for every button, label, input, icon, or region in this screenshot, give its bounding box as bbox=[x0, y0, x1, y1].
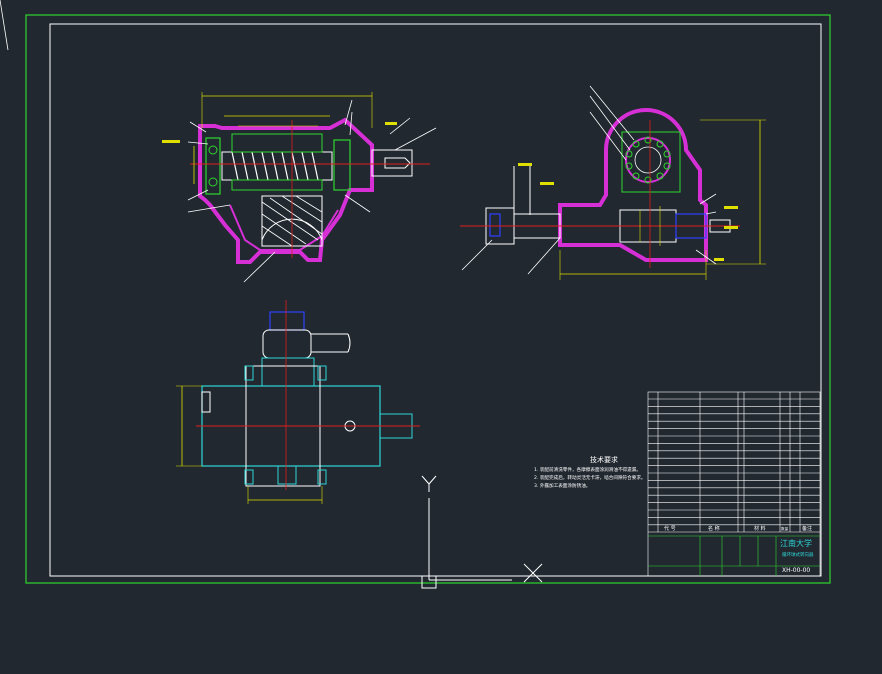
header-code: 代 号 bbox=[664, 525, 676, 532]
tech-req-item: 2. 装配完成后，转动灵活无卡滞，啮合间隙符合要求。 bbox=[534, 474, 646, 481]
parts-list-table bbox=[647, 391, 821, 577]
tech-req-title: 技术要求 bbox=[590, 455, 618, 464]
header-note: 备注 bbox=[802, 525, 812, 532]
tech-req-item: 1. 装配前清洗零件，各摩擦表面涂润滑油不得遗漏。 bbox=[534, 466, 641, 473]
front-section-view bbox=[162, 92, 437, 283]
parts-list-headers: 代 号 名 称 材 料 数量 备注 江南大学 循环球式转向器 XH-00-00 bbox=[664, 525, 814, 574]
drawing-frame-outer bbox=[25, 14, 831, 584]
header-name: 名 称 bbox=[708, 525, 720, 532]
ucs-axis-icon bbox=[421, 475, 512, 589]
tech-req-item: 3. 外露加工表面涂防锈油。 bbox=[534, 482, 590, 489]
school-name: 江南大学 bbox=[780, 538, 812, 548]
crosshair-cursor-icon bbox=[523, 563, 543, 583]
top-view bbox=[176, 300, 420, 504]
drawing-number: XH-00-00 bbox=[782, 567, 810, 574]
drawing-name: 循环球式转向器 bbox=[782, 551, 814, 558]
side-section-view bbox=[460, 85, 766, 280]
header-material: 材 料 bbox=[754, 525, 766, 532]
technical-requirements: 技术要求 1. 装配前清洗零件，各摩擦表面涂润滑油不得遗漏。 2. 装配完成后，… bbox=[534, 455, 646, 489]
top-left-corner-mark bbox=[0, 0, 9, 51]
drawing-frame-inner bbox=[49, 23, 822, 577]
header-qty: 数量 bbox=[781, 526, 789, 531]
